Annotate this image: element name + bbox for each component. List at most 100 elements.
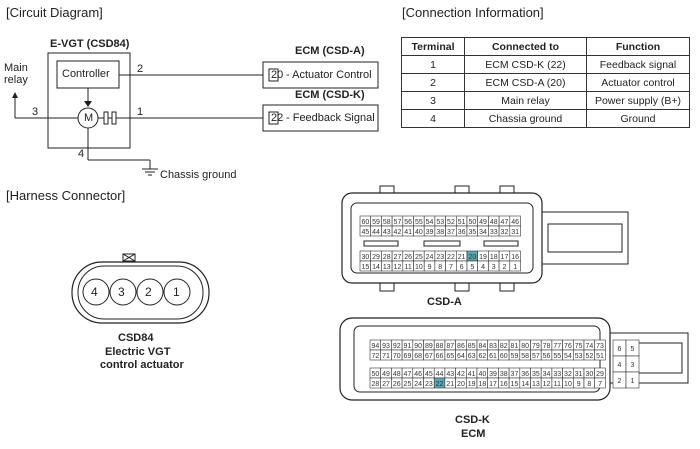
pin-number: 17 (489, 381, 497, 388)
pin-number: 25 (415, 254, 423, 261)
csd-k-side-pins: 6 5 4 3 2 1 (612, 339, 640, 389)
pin-number: 37 (511, 371, 519, 378)
harness-connector-title: [Harness Connector] (6, 188, 126, 203)
table-row: 1 ECM CSD-K (22) Feedback signal (401, 55, 690, 74)
pin-number: 33 (553, 371, 561, 378)
pin-number: 23 (425, 381, 433, 388)
pin-number: 18 (490, 254, 498, 261)
pin-number: 53 (575, 353, 583, 360)
pin-number: 77 (553, 343, 561, 350)
pin-number: 45 (425, 371, 433, 378)
pin-number: 59 (511, 353, 519, 360)
pin-number: 14 (521, 381, 529, 388)
pin-cell (594, 349, 606, 361)
pin-number: 26 (393, 381, 401, 388)
pin-number: 9 (428, 264, 432, 271)
pin-number: 32 (501, 229, 509, 236)
pin-number: 42 (457, 371, 465, 378)
pin-number: 94 (371, 343, 379, 350)
pin-number: 38 (500, 371, 508, 378)
pin-number: 59 (372, 219, 380, 226)
pin-number: 50 (371, 371, 379, 378)
pin-number: 43 (383, 229, 391, 236)
side-pin-number: 2 (618, 378, 622, 385)
pin-number: 68 (414, 353, 422, 360)
pin-number: 56 (404, 219, 412, 226)
pin-number: 49 (479, 219, 487, 226)
pin-number: 61 (489, 353, 497, 360)
cell-function: Feedback signal (586, 55, 690, 74)
pin-number: 34 (543, 371, 551, 378)
chassis-ground-label: Chassis ground (160, 169, 237, 181)
csd84-pin: 1 (173, 285, 180, 299)
pin-number: 57 (394, 219, 402, 226)
pin-number: 70 (393, 353, 401, 360)
side-pin-number: 5 (631, 346, 635, 353)
pin-number: 35 (532, 371, 540, 378)
csd-k-name: CSD-K (455, 414, 490, 426)
pin-number: 73 (596, 343, 604, 350)
pin-number: 38 (436, 229, 444, 236)
ecm-k-title: ECM (CSD-K) (295, 89, 365, 101)
pin-number: 18 (478, 381, 486, 388)
csd-a-name: CSD-A (427, 296, 462, 308)
pin-number: 89 (425, 343, 433, 350)
pin-number: 23 (436, 254, 444, 261)
pin-number: 57 (532, 353, 540, 360)
csd84-name: CSD84 (118, 332, 154, 344)
cell-function: Actuator control (586, 73, 690, 92)
pin-number: 60 (361, 219, 369, 226)
pin-number: 44 (372, 229, 380, 236)
pin-number: 14 (372, 264, 380, 271)
pin-number: 36 (521, 371, 529, 378)
pin-number: 7 (449, 264, 453, 271)
pin-number: 15 (511, 381, 519, 388)
pin-number: 1 (513, 264, 517, 271)
pin-number: 10 (415, 264, 423, 271)
pin-number: 30 (361, 254, 369, 261)
pin-number: 3 (492, 264, 496, 271)
header-terminal: Terminal (401, 37, 465, 56)
pin-number: 55 (415, 219, 423, 226)
pin-number: 64 (457, 353, 465, 360)
side-pin-number: 1 (631, 378, 635, 385)
pin-cell (509, 225, 521, 237)
pin-number: 35 (468, 229, 476, 236)
pin-number: 74 (585, 343, 593, 350)
pin-number: 13 (532, 381, 540, 388)
pin-number: 41 (468, 371, 476, 378)
pin-number: 47 (501, 219, 509, 226)
pin-number: 54 (564, 353, 572, 360)
cell-function: Power supply (B+) (586, 91, 690, 110)
pin-number: 40 (478, 371, 486, 378)
pin-number: 92 (393, 343, 401, 350)
pin-number: 16 (500, 381, 508, 388)
csd84-desc-2: control actuator (100, 359, 184, 371)
pin-number: 39 (489, 371, 497, 378)
side-pin-number: 6 (618, 346, 622, 353)
pin-number: 28 (383, 254, 391, 261)
pin-number: 6 (460, 264, 464, 271)
pin-number: 32 (564, 371, 572, 378)
pin-number: 75 (575, 343, 583, 350)
pin-number: 82 (500, 343, 508, 350)
table-row: 4 Chassia ground Ground (401, 109, 690, 128)
pin-number: 36 (458, 229, 466, 236)
ecm-a-function: - Actuator Control (286, 69, 372, 81)
pin-number: 72 (371, 353, 379, 360)
pin-number: 10 (564, 381, 572, 388)
pin-number: 28 (371, 381, 379, 388)
pin-number: 43 (446, 371, 454, 378)
wire-3-label: 3 (32, 106, 39, 118)
pin-number: 66 (436, 353, 444, 360)
pin-number: 49 (382, 371, 390, 378)
side-pin-number: 4 (618, 362, 622, 369)
wire-1-label: 1 (137, 106, 144, 118)
pin-number: 21 (446, 381, 454, 388)
side-pin-number: 3 (631, 362, 635, 369)
pin-number: 54 (426, 219, 434, 226)
pin-number: 91 (404, 343, 412, 350)
